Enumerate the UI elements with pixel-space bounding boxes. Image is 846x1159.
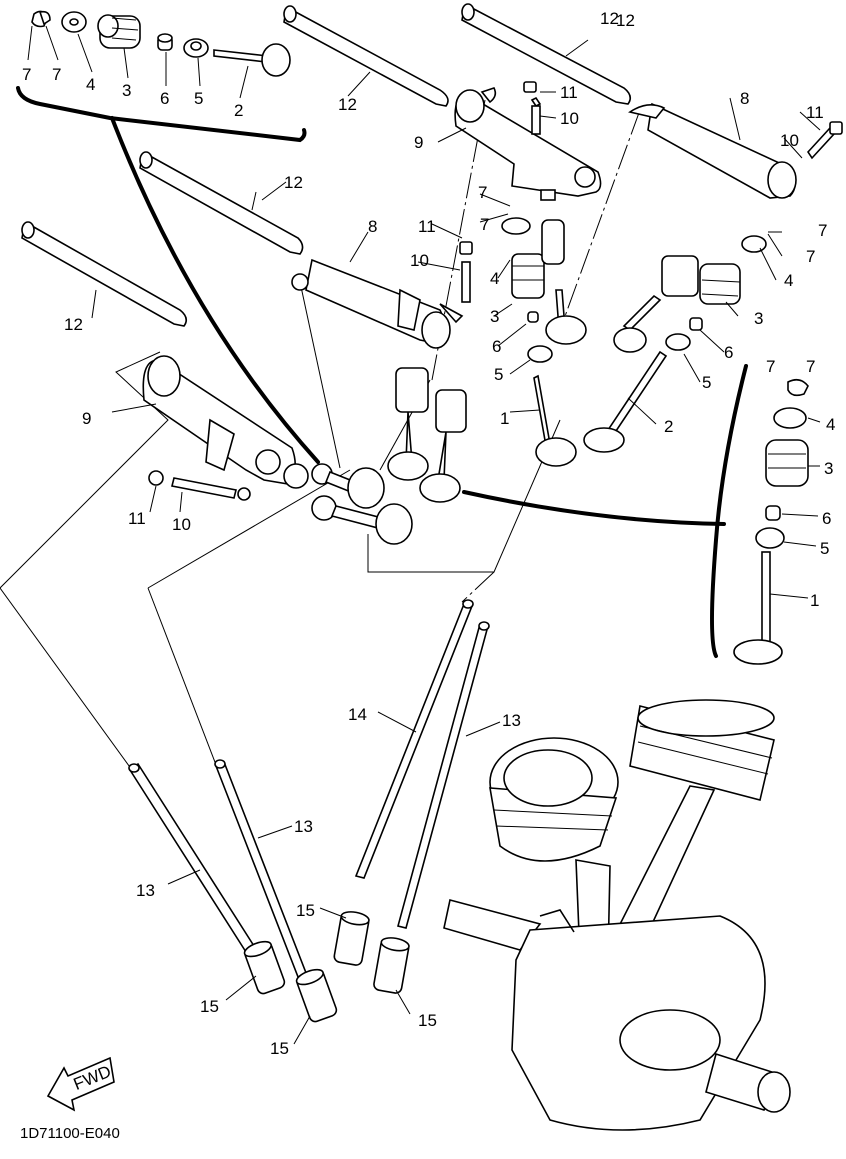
callout-label: 12 [600,9,619,28]
valve-assemblies [283,217,809,665]
drawing-code: 1D71100-E040 [20,1125,120,1142]
valve-assembly-middle [387,367,467,503]
callout-label: 3 [490,307,499,326]
callout-label: 11 [560,83,578,102]
callout-label: 5 [194,89,203,108]
valve-assembly-far-right [733,378,809,665]
callout-label: 6 [822,509,831,528]
callout-label: 15 [270,1039,289,1058]
callout-label: 11 [806,103,824,122]
callout-label: 8 [740,89,749,108]
callout-label: 13 [502,711,521,730]
valve-assembly-right [583,235,767,453]
callout-label: 6 [160,89,169,108]
callout-label: 5 [702,373,711,392]
rocker-shaft [283,5,449,107]
rocker-arm-middle [291,258,464,349]
callout-label: 15 [200,997,219,1016]
rocker-shafts [21,3,632,327]
callout-label: 10 [780,131,799,150]
callout-label: 10 [560,109,579,128]
crank-assembly [443,699,791,1131]
rocker-arm-lower-left [142,355,296,485]
callout-label: 7 [806,247,815,266]
callout-label: 7 [818,221,827,240]
callout-labels: 7 7 4 3 6 5 2 12 12 12 8 11 10 9 7 7 12 … [22,9,835,1058]
callout-label: 6 [492,337,501,356]
callout-label: 2 [664,417,673,436]
callout-label: 7 [480,215,489,234]
crankshaft [443,899,791,1131]
inset-valve-parts [31,10,291,77]
callout-label: 3 [824,459,833,478]
callout-label: 12 [338,95,357,114]
rocker-shaft [21,221,188,327]
callout-label: 3 [754,309,763,328]
rear-piston [629,699,775,801]
callout-label: 13 [294,817,313,836]
callout-label: 13 [136,881,155,900]
valve-cotter-part [31,10,51,28]
tappets [243,911,410,1023]
callout-label: 7 [22,65,31,84]
valve-seal-part [157,33,173,51]
callout-label: 4 [784,271,793,290]
callout-label: 15 [296,901,315,920]
rocker-arm-upper-left [454,87,602,197]
callout-label: 12 [616,11,635,30]
callout-label: 5 [494,365,503,384]
callout-label: 12 [64,315,83,334]
leader-lines [27,25,821,1045]
callout-label: 11 [128,509,146,528]
valve-assembly-center [501,217,587,467]
group-brackets [16,86,748,658]
callout-label: 12 [284,173,303,192]
callout-label: 3 [122,81,131,100]
callout-label: 1 [500,409,509,428]
lower-seat-part [183,38,209,58]
spring-seat-part [61,11,87,33]
callout-label: 9 [414,133,423,152]
callout-label: 2 [234,101,243,120]
exhaust-valve-part [213,43,291,77]
callout-label: 14 [348,705,367,724]
callout-label: 5 [820,539,829,558]
assembly-lines [0,99,641,771]
push-rods [128,599,490,984]
callout-label: 4 [490,269,499,288]
callout-label: 11 [418,217,436,236]
callout-label: 1 [810,591,819,610]
callout-label: 4 [86,75,95,94]
callout-label: 7 [766,357,775,376]
fwd-arrow: FWD [46,1056,115,1112]
rocker-shaft [461,3,632,105]
rocker-shaft [139,151,304,255]
callout-label: 10 [410,251,429,270]
rocker-arm-upper-right [628,102,797,199]
rocker-arms [142,87,797,485]
callout-label: 7 [806,357,815,376]
callout-label: 8 [368,217,377,236]
front-piston [489,737,619,862]
valve-spring-part [97,14,141,49]
callout-label: 15 [418,1011,437,1030]
adjusters [148,81,843,501]
callout-label: 7 [52,65,61,84]
callout-label: 9 [82,409,91,428]
callout-label: 6 [724,343,733,362]
valve-assembly-lower-left [283,463,413,545]
callout-label: 4 [826,415,835,434]
callout-label: 10 [172,515,191,534]
callout-label: 7 [478,183,487,202]
